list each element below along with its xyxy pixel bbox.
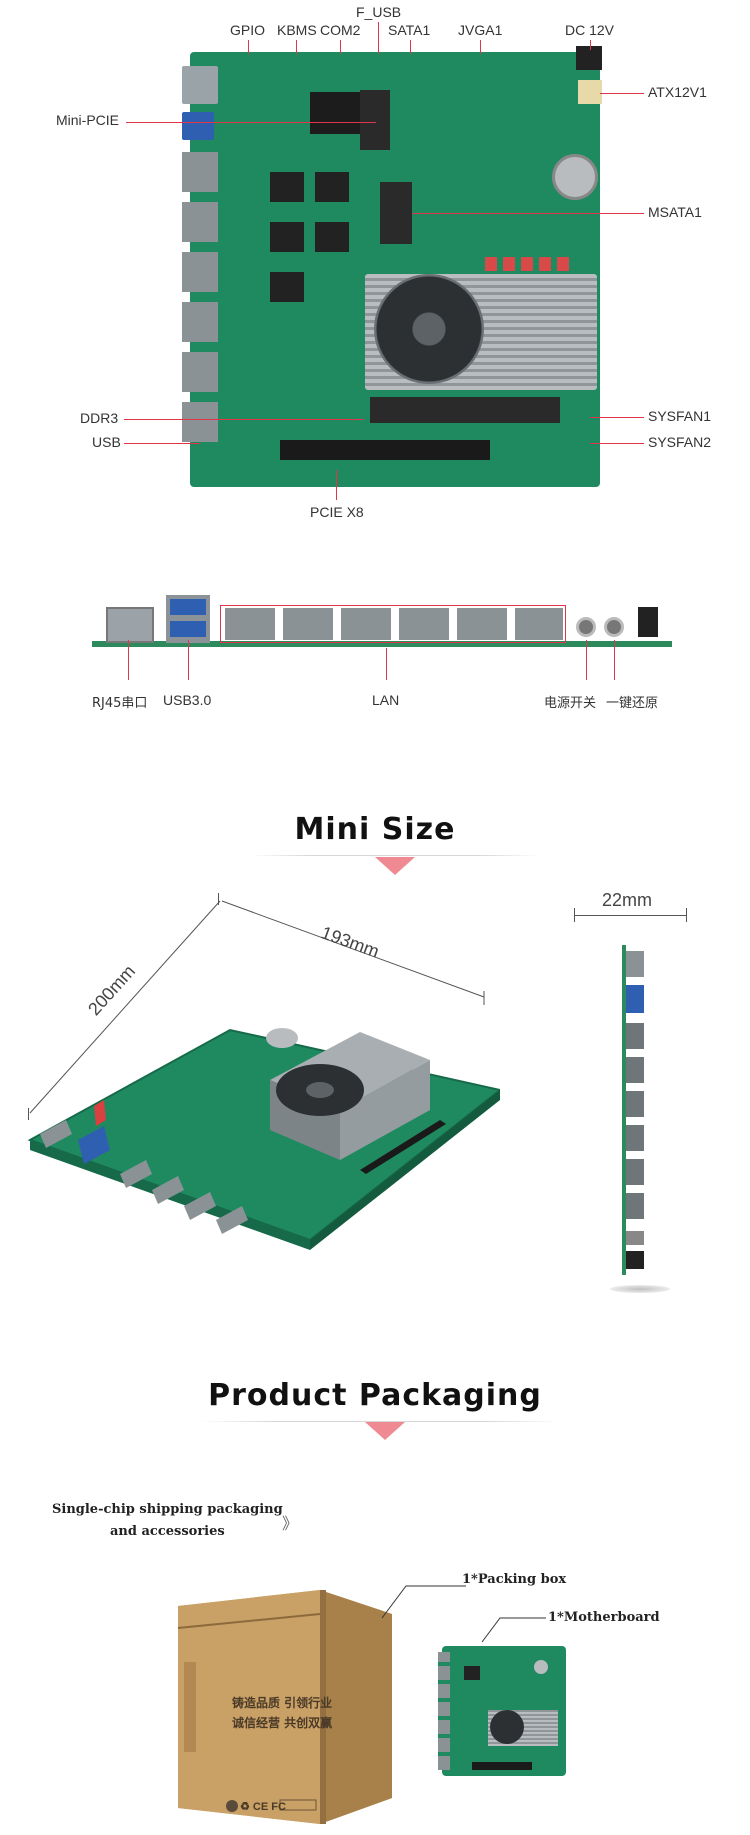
box-text-line1: 铸造品质 引领行业 bbox=[232, 1696, 333, 1710]
triangle-marker bbox=[375, 857, 415, 875]
triangle-marker-2 bbox=[365, 1422, 405, 1440]
label-kbms: KBMS bbox=[277, 22, 317, 38]
board-isometric-image bbox=[27, 1028, 500, 1250]
label-f-usb: F_USB bbox=[356, 4, 402, 20]
packaging-intro-line1: Single-chip shipping packaging bbox=[52, 1502, 283, 1517]
cpu-fan bbox=[374, 274, 484, 384]
label-sysfan1: SYSFAN1 bbox=[648, 408, 712, 424]
label-lan: LAN bbox=[372, 692, 400, 708]
power-switch bbox=[576, 617, 596, 637]
board-side-profile-image bbox=[622, 945, 648, 1275]
io-port-stack bbox=[182, 66, 218, 466]
label-atx12v1: ATX12V1 bbox=[648, 84, 707, 100]
label-usb30: USB3.0 bbox=[163, 692, 212, 708]
label-power-switch: 电源开关 bbox=[544, 696, 597, 711]
label-msata1: MSATA1 bbox=[648, 204, 702, 220]
label-dc12v: DC 12V bbox=[565, 22, 615, 38]
motherboard-top-image bbox=[182, 46, 602, 487]
label-rj45: RJ45串口 bbox=[92, 696, 148, 711]
label-ddr3: DDR3 bbox=[80, 410, 119, 426]
usb30-ports bbox=[166, 595, 210, 643]
label-sysfan2: SYSFAN2 bbox=[648, 434, 712, 450]
dim-height: 22mm bbox=[602, 890, 653, 910]
label-jvga1: JVGA1 bbox=[458, 22, 503, 38]
packing-box-image bbox=[177, 1590, 392, 1824]
mini-size-title: Mini Size bbox=[294, 812, 456, 847]
motherboard-small-image bbox=[438, 1646, 566, 1776]
label-reset: 一键还原 bbox=[606, 696, 659, 711]
label-packing-box: 1*Packing box bbox=[462, 1572, 567, 1587]
rj45-serial-port bbox=[106, 607, 154, 643]
io-panel-image bbox=[92, 595, 672, 647]
reset-button bbox=[604, 617, 624, 637]
label-pcie-x8: PCIE X8 bbox=[310, 504, 364, 520]
label-usb: USB bbox=[92, 434, 121, 450]
label-motherboard: 1*Motherboard bbox=[548, 1610, 660, 1625]
box-certification-marks: ♻ CE FC bbox=[240, 1801, 286, 1813]
chevron-icon: 》 bbox=[282, 1516, 299, 1533]
lan-ports bbox=[220, 605, 566, 643]
packaging-title: Product Packaging bbox=[208, 1378, 542, 1413]
label-com2: COM2 bbox=[320, 22, 361, 38]
label-mini-pcie: Mini-PCIE bbox=[56, 112, 120, 128]
label-sata1: SATA1 bbox=[388, 22, 431, 38]
box-text-line2: 诚信经营 共创双赢 bbox=[232, 1716, 333, 1730]
label-gpio: GPIO bbox=[230, 22, 266, 38]
packaging-intro-line2: and accessories bbox=[110, 1524, 225, 1539]
